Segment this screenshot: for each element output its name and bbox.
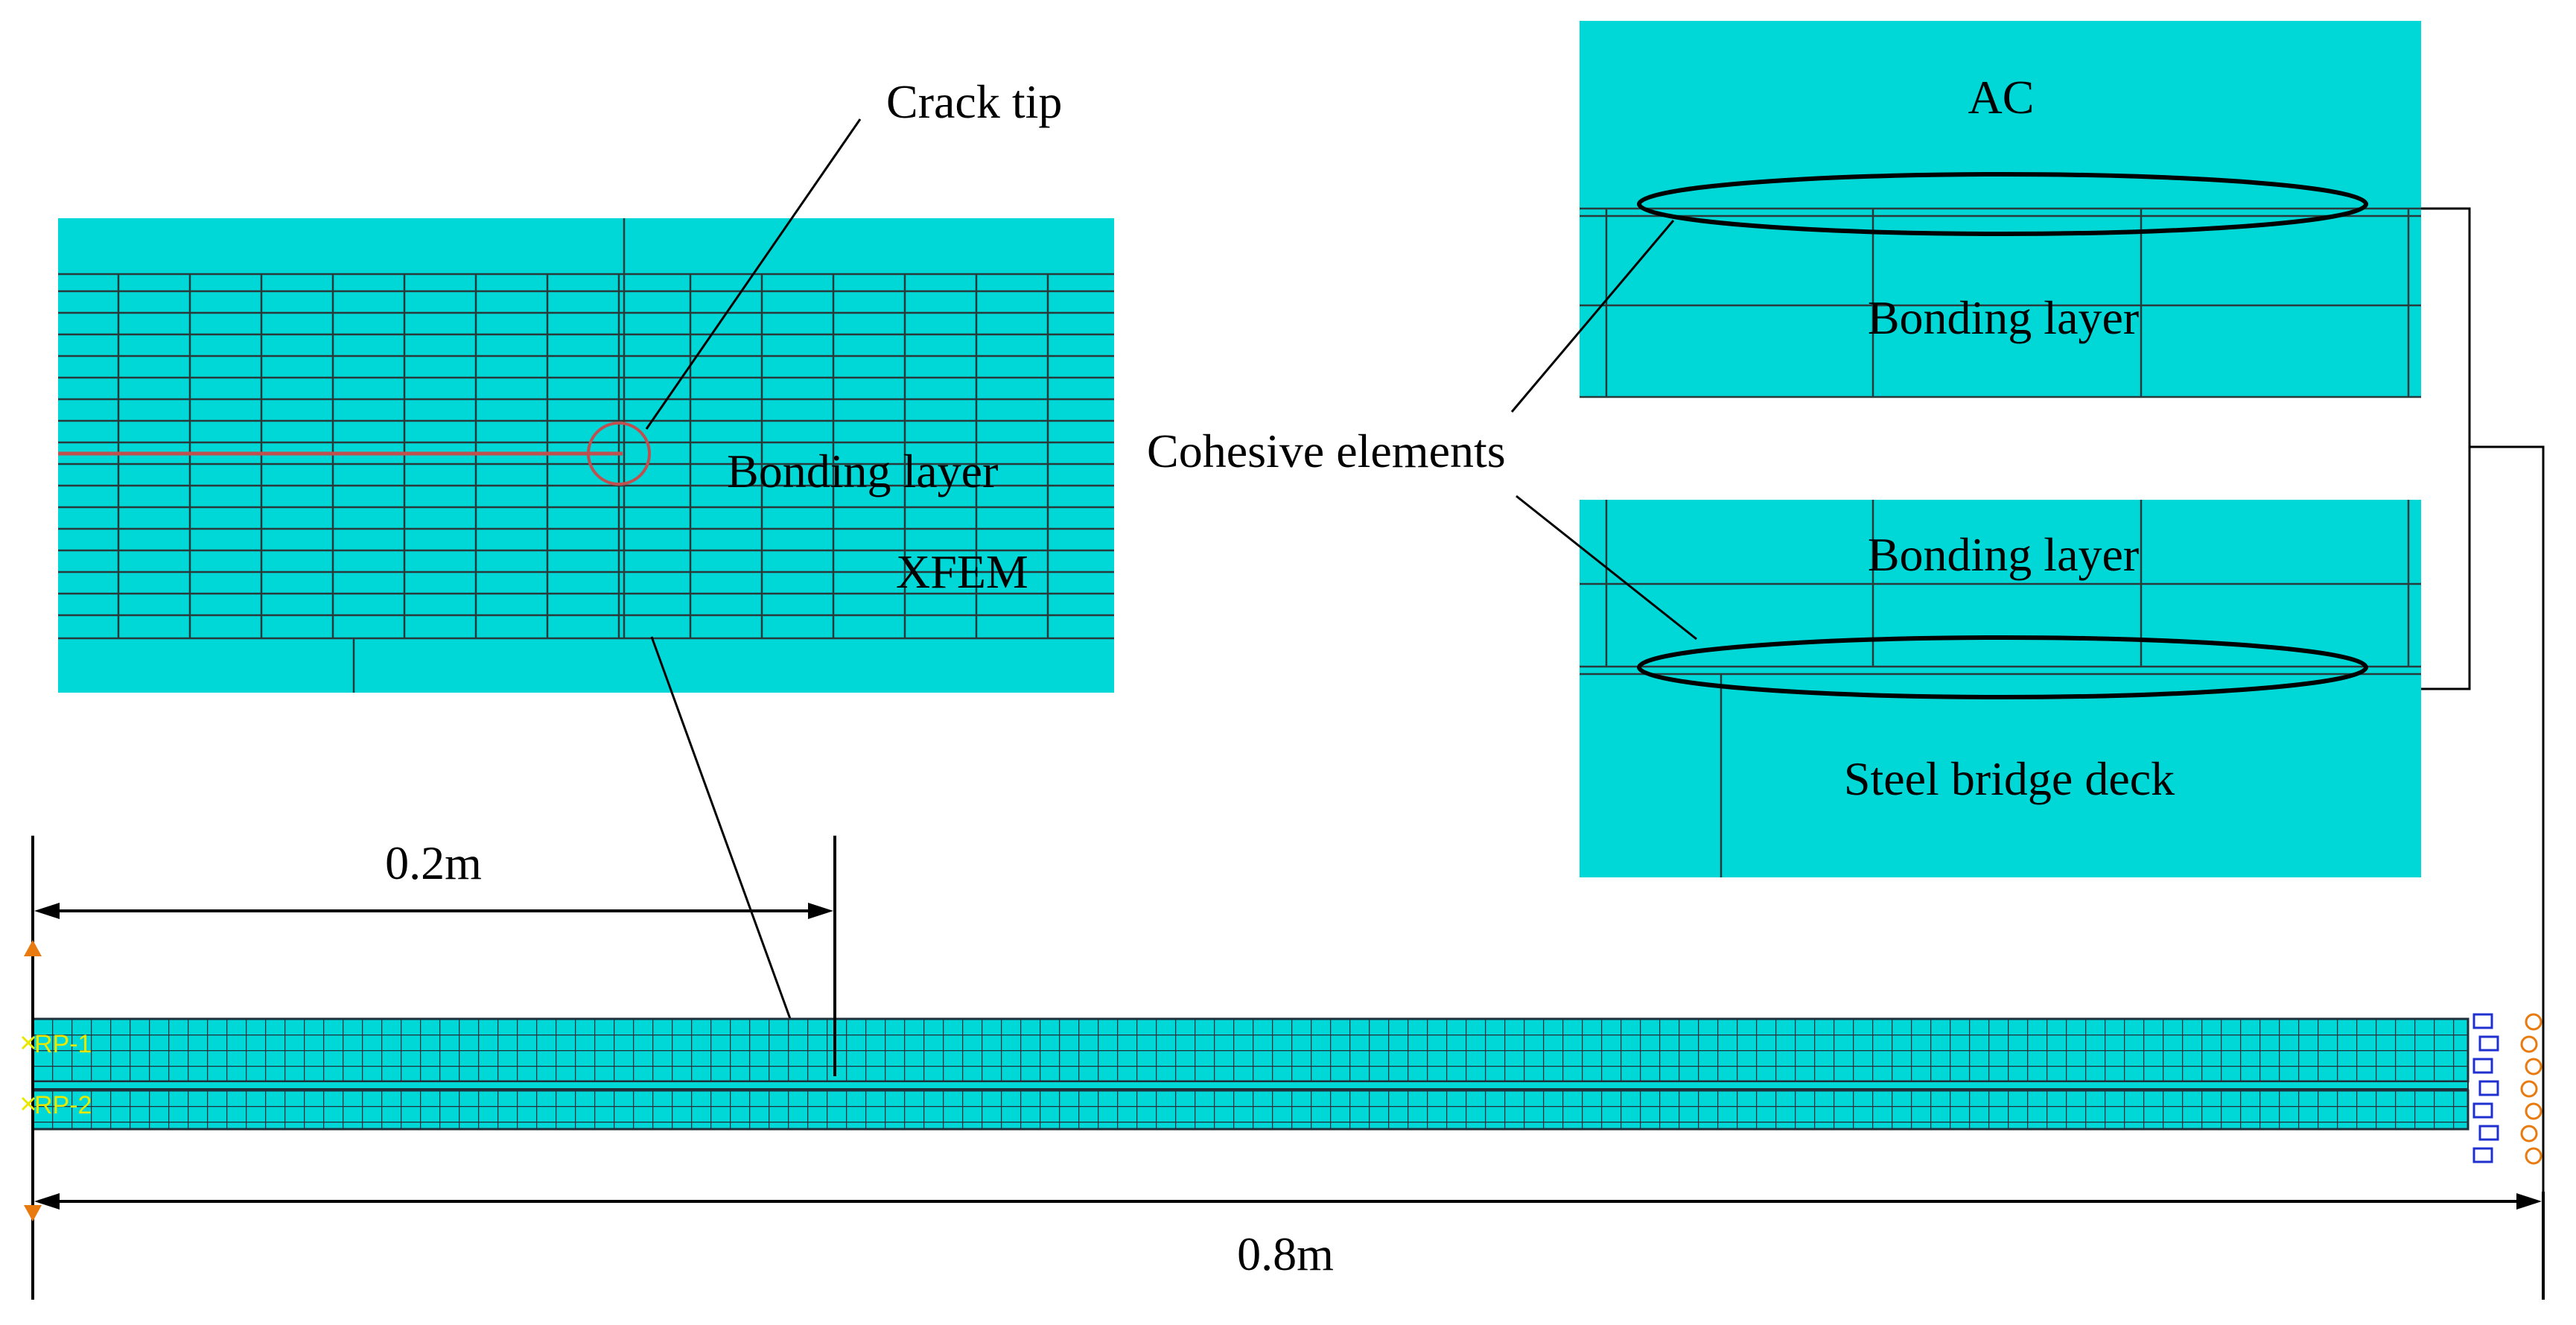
ac-bonding-zoom-panel: AC Bonding layer — [1580, 21, 2421, 398]
rp2-label: RP-2 — [34, 1091, 92, 1119]
annotations — [645, 118, 2545, 1221]
xfem-zoom-connector — [650, 636, 812, 1077]
crack-tip-leader — [645, 118, 862, 430]
xfem-label: XFEM — [896, 545, 1028, 598]
ac-panel-mesh — [1580, 207, 2421, 398]
xfem-bonding-layer-label: Bonding layer — [727, 445, 998, 498]
support-icon — [2472, 1147, 2493, 1163]
bottom-bonding-layer-label: Bonding layer — [1868, 528, 2139, 581]
support-icon — [2472, 1058, 2493, 1074]
dim-arrow-right-icon — [808, 903, 833, 919]
load-marker-up-icon — [24, 940, 42, 956]
crack-tip-label: Crack tip — [886, 75, 1062, 128]
support-icon — [2472, 1102, 2493, 1119]
rp1-marker-icon — [21, 1035, 36, 1050]
support-icon — [2472, 1013, 2493, 1029]
dim-arrow-left-icon — [34, 1193, 60, 1210]
boundary-markers — [24, 940, 42, 1221]
beam-upper-layer-mesh — [31, 1017, 2470, 1083]
cohesive-leader-top — [1510, 220, 1675, 413]
steel-bonding-zoom-panel: Bonding layer Steel bridge deck — [1580, 500, 2421, 877]
constraint-icon — [2520, 1080, 2538, 1098]
crack-tip-marker — [587, 422, 651, 486]
load-marker-down-icon — [24, 1205, 42, 1221]
steel-cohesive-ellipse — [1637, 635, 2368, 699]
reference-points: RP-1 RP-2 — [21, 1030, 92, 1119]
constraint-icon — [2520, 1035, 2538, 1053]
dim-arrow-left-icon — [34, 903, 60, 919]
steel-panel-mesh — [1580, 500, 2421, 877]
constraint-icon — [2525, 1147, 2542, 1165]
cohesive-elements-label: Cohesive elements — [1147, 425, 1506, 477]
support-icon — [2478, 1035, 2499, 1052]
right-support-symbols — [2472, 1013, 2542, 1165]
constraint-icon — [2525, 1013, 2542, 1031]
xfem-mesh — [58, 218, 1114, 693]
total-length-label: 0.8m — [1237, 1227, 1334, 1280]
beam-bonding-strip — [32, 1081, 2469, 1090]
crack-length-label: 0.2m — [385, 836, 482, 889]
rp1-label: RP-1 — [34, 1030, 92, 1058]
dimensions — [34, 836, 2545, 1300]
dim-arrow-right-icon — [2516, 1193, 2542, 1210]
constraint-icon — [2520, 1125, 2538, 1143]
support-icon — [2478, 1080, 2499, 1096]
cohesive-leader-bottom — [1516, 495, 1697, 641]
steel-bridge-deck-label: Steel bridge deck — [1844, 752, 2175, 805]
zoom-bracket — [2421, 207, 2545, 1221]
ac-cohesive-ellipse — [1637, 172, 2368, 236]
ac-label: AC — [1968, 71, 2035, 124]
top-bonding-layer-label: Bonding layer — [1868, 291, 2139, 344]
support-icon — [2478, 1125, 2499, 1141]
rp2-marker-icon — [21, 1096, 36, 1111]
beam-model: RP-1 RP-2 — [21, 836, 2542, 1300]
constraint-icon — [2525, 1058, 2542, 1075]
constraint-icon — [2525, 1102, 2542, 1120]
beam-lower-layer-mesh — [31, 1089, 2470, 1131]
xfem-zoom-panel: Bonding layer XFEM — [58, 218, 1114, 693]
